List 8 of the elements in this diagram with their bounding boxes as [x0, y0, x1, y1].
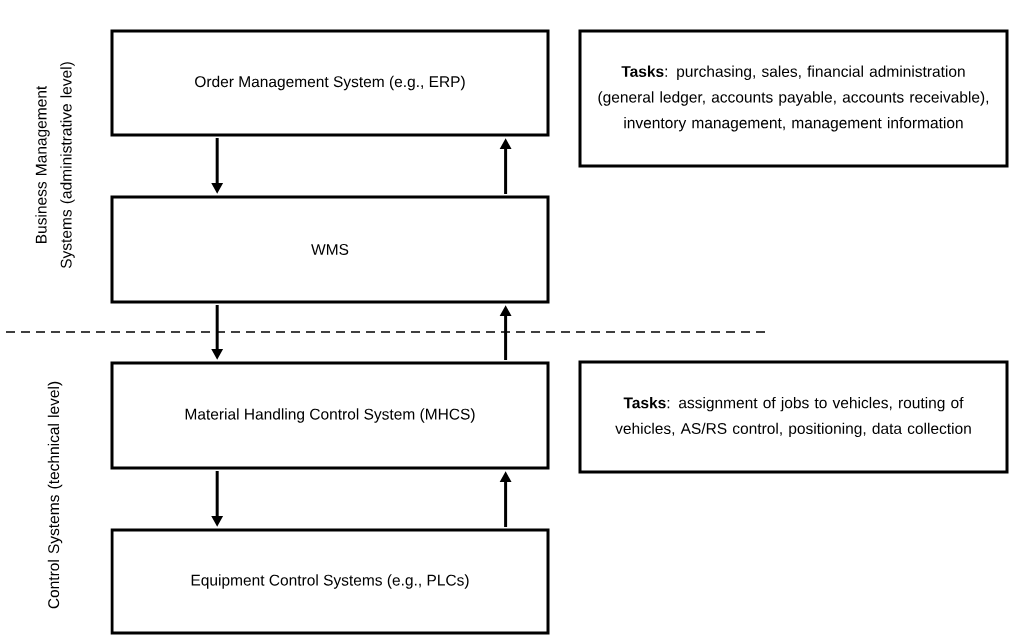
system-box: Material Handling Control System (MHCS): [110, 361, 550, 470]
level-label: Control Systems (technical level): [47, 381, 63, 609]
system-box: Equipment Control Systems (e.g., PLCs): [110, 528, 550, 635]
level-label: Business Management Systems (administrative level): [35, 62, 75, 269]
task-box: Tasks: purchasing, sales, financial administration (general ledger, accounts payable, accounts receivable), inventory management, management information: [578, 29, 1009, 168]
system-box: WMS: [110, 195, 550, 304]
system-box: Order Management System (e.g., ERP): [110, 29, 550, 137]
task-box: Tasks: assignment of jobs to vehicles, routing of vehicles, AS/RS control, positioning, data collection: [578, 360, 1009, 474]
